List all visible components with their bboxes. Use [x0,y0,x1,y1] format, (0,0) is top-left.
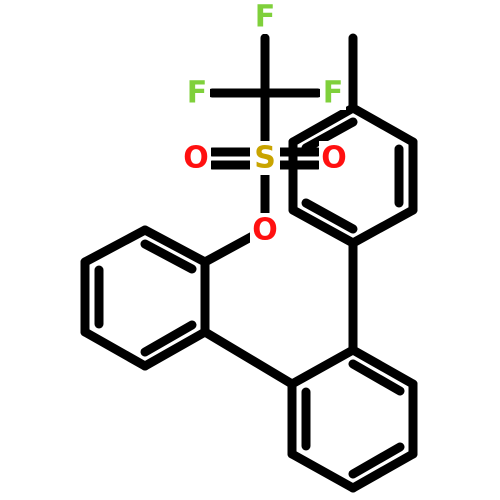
atom-o-ester: O [250,213,280,248]
atom-o-right: O [319,141,349,176]
atom-f-left: F [184,76,210,111]
ring-a-inner-3 [140,320,197,357]
atom-f-right: F [320,76,346,111]
ring-b-bond-1 [287,345,358,389]
atom-o-right-label: O [321,141,347,176]
bond-ring-a-ring-b [200,327,297,389]
ring-a-bond-4 [80,327,150,371]
ring-c-bond-6 [288,205,358,248]
ring-b-bond-5 [287,449,358,493]
ring-a-bond-1 [140,225,210,267]
bond-layer [80,33,418,493]
ring-a-bond-2 [80,225,150,267]
atom-o-ester-label: O [252,213,278,248]
ring-c-bond-3 [348,103,418,147]
atom-f-top: F [252,0,278,35]
ring-b-bond-2 [348,345,418,389]
atom-f-right-label: F [323,76,344,111]
ring-c-inner-2 [301,117,358,153]
atom-f-top-label: F [255,0,276,35]
atom-f-left-label: F [187,76,208,111]
atom-layer: F F F S O O O [181,0,349,248]
atom-s-label: S [254,141,276,176]
atom-o-left-label: O [183,141,209,176]
ring-a-inner-1 [140,239,197,274]
atom-o-left: O [181,141,211,176]
ring-c-inner-3 [301,198,358,234]
ring-b-bond-4 [348,449,418,493]
ring-c-bond-1 [348,205,418,248]
atom-s: S [250,141,280,176]
ring-a-bond-5 [140,327,210,371]
ring-b-inner-2 [348,442,405,479]
ring-c-bond-4 [288,103,358,147]
ring-b-inner-1 [348,359,405,396]
